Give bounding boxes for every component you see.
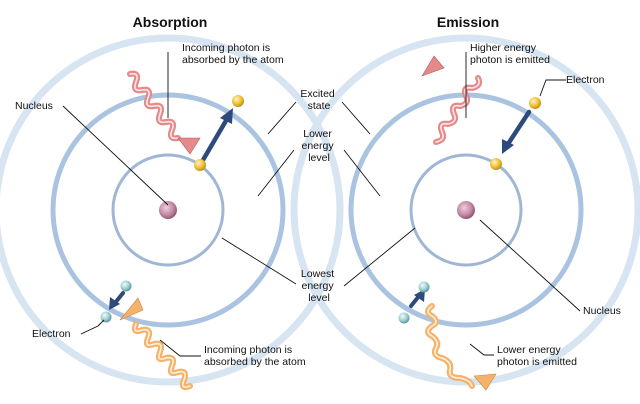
leader-lower-right (343, 149, 381, 197)
left-upper-transition (194, 95, 244, 171)
label-right-nucleus: Nucleus (583, 305, 621, 317)
right-upper-transition (490, 97, 541, 170)
label-lowest-energy-level: Lowest energy level (301, 268, 337, 304)
left-electron-lower (194, 159, 206, 171)
leader-excited-left (267, 101, 297, 135)
leader-left-incoming-bottom (159, 339, 201, 357)
leader-lines (62, 52, 581, 357)
label-right-electron: Electron (566, 74, 605, 86)
leader-lower-left (257, 149, 295, 197)
left-low-photon (119, 297, 193, 391)
left-electron-lowest (100, 311, 112, 323)
right-low-photon (425, 303, 497, 391)
left-nucleus (159, 201, 177, 219)
left-outer-orbit (0, 34, 344, 386)
right-electron-lowest (398, 312, 410, 324)
leader-right-electron (539, 79, 566, 97)
emission-title: Emission (437, 14, 499, 30)
label-right-lower-photon: Lower energy photon is emitted (497, 344, 577, 368)
label-left-electron: Electron (32, 328, 71, 340)
left-inner-orbit (111, 153, 225, 267)
right-nucleus (457, 201, 475, 219)
left-electron-upper (120, 280, 132, 292)
label-left-incoming-bottom: Incoming photon is absorbed by the atom (204, 344, 306, 368)
right-lower-transition (398, 281, 430, 324)
leader-right-lower-photon (469, 343, 494, 356)
leader-excited-right (341, 101, 371, 135)
right-electron-lower (490, 158, 502, 170)
left-electron-excited (232, 95, 244, 107)
left-lower-transition (100, 280, 132, 323)
right-inner-orbit (409, 153, 523, 267)
absorption-title: Absorption (133, 14, 208, 30)
leader-left-electron (80, 319, 105, 335)
leader-left-nucleus (62, 105, 169, 206)
label-right-higher-photon: Higher energy photon is emitted (470, 42, 550, 66)
leader-lowest-right (343, 227, 416, 287)
right-electron-upper (418, 281, 430, 293)
right-high-photon (421, 55, 483, 145)
leader-lowest-left (221, 237, 297, 285)
label-left-incoming-top: Incoming photon is absorbed by the atom (182, 42, 284, 66)
left-high-photon (127, 70, 201, 155)
right-electron-excited (529, 97, 541, 109)
leader-right-nucleus (479, 219, 581, 312)
label-excited-state: Excited state (300, 88, 337, 112)
label-lower-energy-level: Lower energy level (301, 128, 336, 164)
label-left-nucleus: Nucleus (15, 100, 53, 112)
